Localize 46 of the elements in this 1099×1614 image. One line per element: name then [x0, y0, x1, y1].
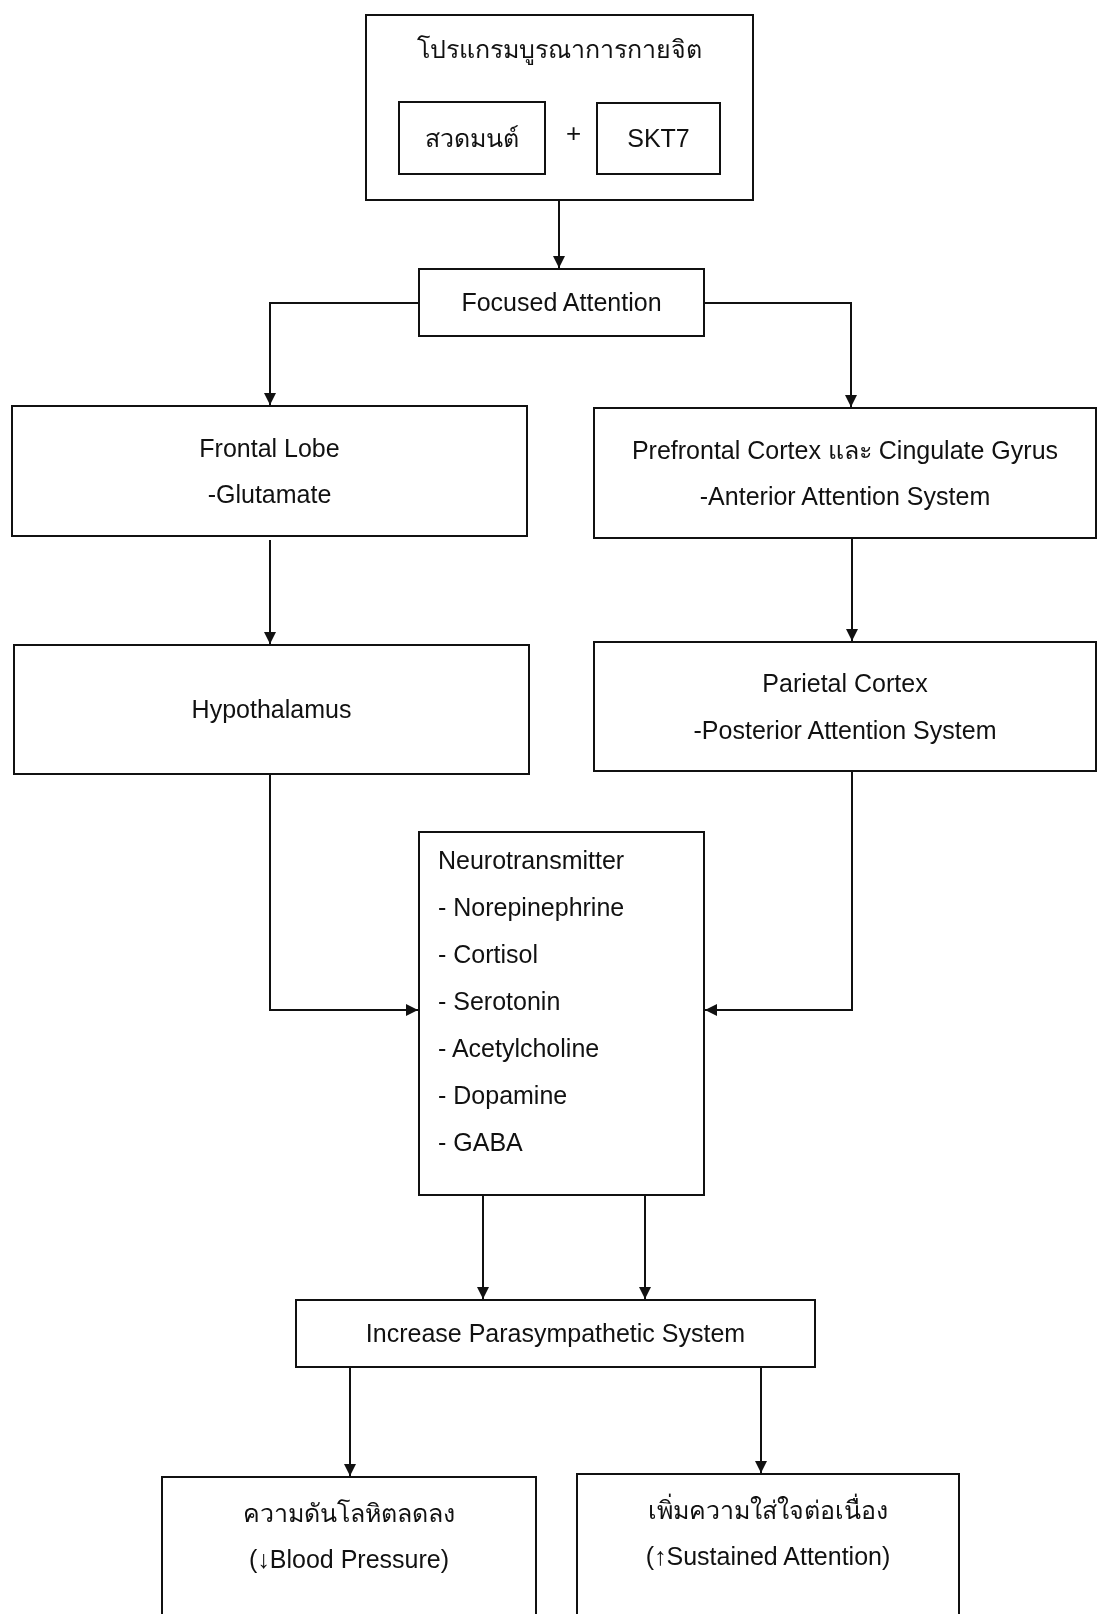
- node-title: Focused Attention: [461, 287, 662, 319]
- process-box: [398, 101, 546, 175]
- node-title: สวดมนต์: [425, 122, 519, 154]
- node-title: Prefrontal Cortex และ Cingulate Gyrus: [631, 434, 1059, 466]
- node-title: เพิ่มความใส่ใจต่อเนื่อง: [648, 1487, 888, 1534]
- node-title: Frontal Lobe: [199, 432, 340, 464]
- node-title: Increase Parasympathetic System: [365, 1318, 746, 1350]
- outcome-box: [161, 1476, 537, 1614]
- arrow: [477, 1195, 489, 1300]
- arrow: [846, 538, 858, 642]
- list-item: - Norepinephrine: [438, 892, 625, 923]
- list-item: - Acetylcholine: [438, 1033, 600, 1064]
- process-box: [13, 644, 530, 775]
- arrow: [704, 771, 853, 1016]
- node-title: SKT7: [627, 123, 690, 155]
- arrow: [344, 1367, 356, 1477]
- arrow: [639, 1195, 651, 1300]
- node-subtitle: (↑Sustained Attention): [645, 1541, 891, 1573]
- node-title: โปรแกรมบูรณาการกายจิต: [417, 34, 702, 67]
- process-box: [418, 831, 705, 1196]
- process-box: [418, 268, 705, 337]
- process-box: [295, 1299, 816, 1368]
- heading: Neurotransmitter: [438, 845, 625, 876]
- node-title: ความดันโลหิตลดลง: [243, 1498, 455, 1529]
- outcome-box: [576, 1473, 960, 1614]
- node-subtitle: (↓Blood Pressure): [248, 1544, 450, 1576]
- node-subtitle: -Anterior Attention System: [699, 481, 991, 512]
- arrow: [264, 539, 276, 645]
- list-item: - GABA: [438, 1127, 523, 1158]
- node-title: Hypothalamus: [191, 694, 352, 726]
- process-box: [593, 407, 1097, 539]
- arrow: [553, 200, 565, 269]
- node-subtitle: -Glutamate: [207, 479, 332, 510]
- node-title: Parietal Cortex: [762, 668, 928, 700]
- process-box: [596, 102, 721, 175]
- arrow: [755, 1367, 767, 1474]
- list-item: - Dopamine: [438, 1080, 568, 1111]
- list-item: - Cortisol: [438, 939, 538, 970]
- process-box: [593, 641, 1097, 772]
- program-box: [365, 14, 754, 201]
- node-subtitle: -Posterior Attention System: [693, 714, 997, 746]
- plus-sign: +: [566, 118, 582, 149]
- list-item: - Serotonin: [438, 986, 561, 1017]
- process-box: [11, 405, 528, 537]
- arrow: [264, 302, 419, 406]
- arrow: [704, 302, 857, 408]
